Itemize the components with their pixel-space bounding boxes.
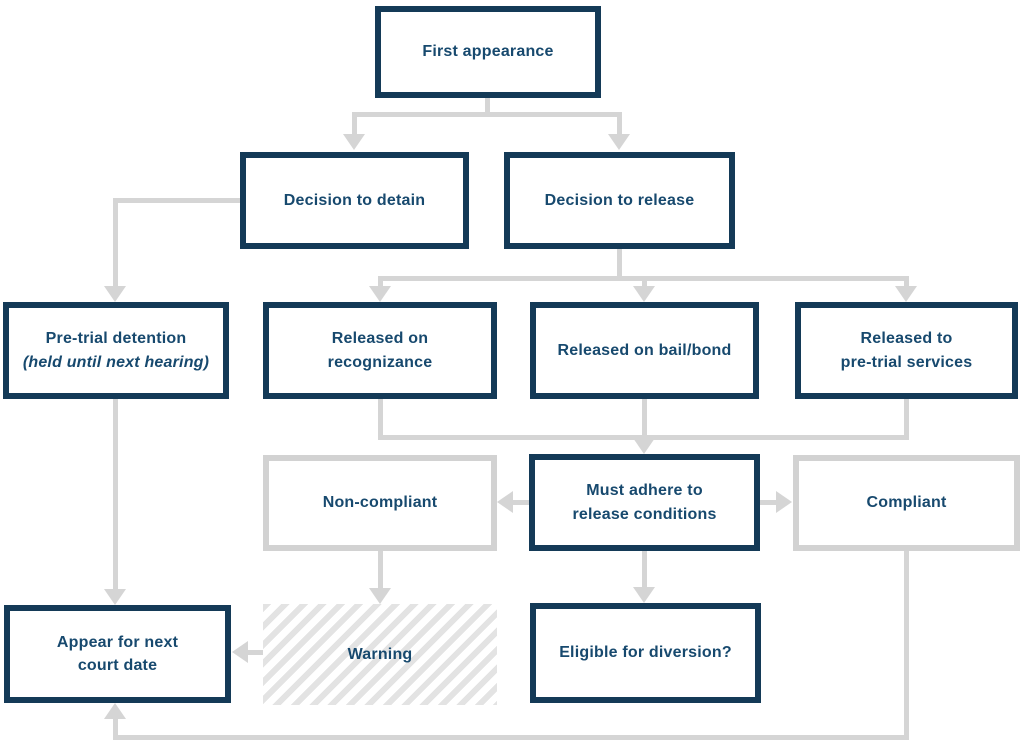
arrowhead-down [895, 286, 917, 302]
connector-line [352, 112, 622, 117]
node-first-appearance: First appearance [375, 6, 601, 98]
node-label: First appearance [422, 43, 554, 61]
connector-line [759, 500, 776, 505]
connector-line [113, 198, 118, 286]
connector-line [904, 551, 909, 740]
node-label: Appear for next court date [56, 633, 179, 674]
connector-line [378, 276, 383, 286]
connector-line [904, 399, 909, 440]
arrowhead-right [776, 491, 792, 513]
node-label: Non-compliant [322, 494, 438, 512]
connector-line [113, 735, 909, 740]
arrowhead-down [369, 588, 391, 604]
connector-line [113, 399, 118, 589]
connector-line [642, 551, 647, 587]
connector-line [113, 198, 240, 203]
node-label: Decision to detain [283, 191, 426, 209]
arrowhead-down [104, 286, 126, 302]
node-label: Compliant [866, 494, 947, 512]
arrowhead-down [633, 438, 655, 454]
node-label: Warning [347, 645, 413, 663]
node-decision-to-detain: Decision to detain [240, 152, 469, 249]
node-label: Must adhere to release conditions [572, 482, 717, 523]
node-released-on-bail-bond: Released on bail/bond [530, 302, 759, 399]
connector-line [352, 112, 357, 136]
arrowhead-left [232, 641, 248, 663]
node-warning: Warning [263, 604, 497, 705]
arrowhead-down [608, 134, 630, 150]
node-appear-for-next-court-date: Appear for next court date [4, 605, 231, 703]
node-label: Released on recognizance [327, 330, 433, 371]
node-released-on-recognizance: Released on recognizance [263, 302, 497, 399]
connector-line [513, 500, 530, 505]
connector-line [904, 276, 909, 286]
connector-line [378, 551, 383, 588]
node-eligible-for-diversion: Eligible for diversion? [530, 603, 761, 703]
node-pretrial-detention: Pre-trial detention (held until next hea… [3, 302, 229, 399]
node-sublabel: (held until next hearing) [22, 353, 210, 371]
node-label: Eligible for diversion? [559, 644, 732, 662]
arrowhead-down [633, 286, 655, 302]
node-released-to-pretrial-services: Released to pre-trial services [795, 302, 1018, 399]
node-label: Released to pre-trial services [840, 330, 973, 371]
connector-line [642, 276, 647, 286]
node-non-compliant: Non-compliant [263, 455, 497, 551]
node-label: Released on bail/bond [557, 341, 732, 359]
connector-line [378, 399, 383, 440]
connector-line [113, 719, 118, 740]
arrowhead-down [104, 589, 126, 605]
node-compliant: Compliant [793, 455, 1020, 551]
arrowhead-left [497, 491, 513, 513]
node-label: Decision to release [544, 191, 695, 209]
arrowhead-down [343, 134, 365, 150]
connector-line [248, 650, 263, 655]
connector-line [617, 249, 622, 281]
node-must-adhere-to-release-conditions: Must adhere to release conditions [529, 454, 760, 551]
connector-line [617, 112, 622, 136]
node-decision-to-release: Decision to release [504, 152, 735, 249]
connector-line [642, 399, 647, 438]
arrowhead-down [369, 286, 391, 302]
connector-line [485, 96, 490, 114]
node-label: Pre-trial detention [45, 330, 187, 348]
arrowhead-down [633, 587, 655, 603]
arrowhead-up [104, 703, 126, 719]
